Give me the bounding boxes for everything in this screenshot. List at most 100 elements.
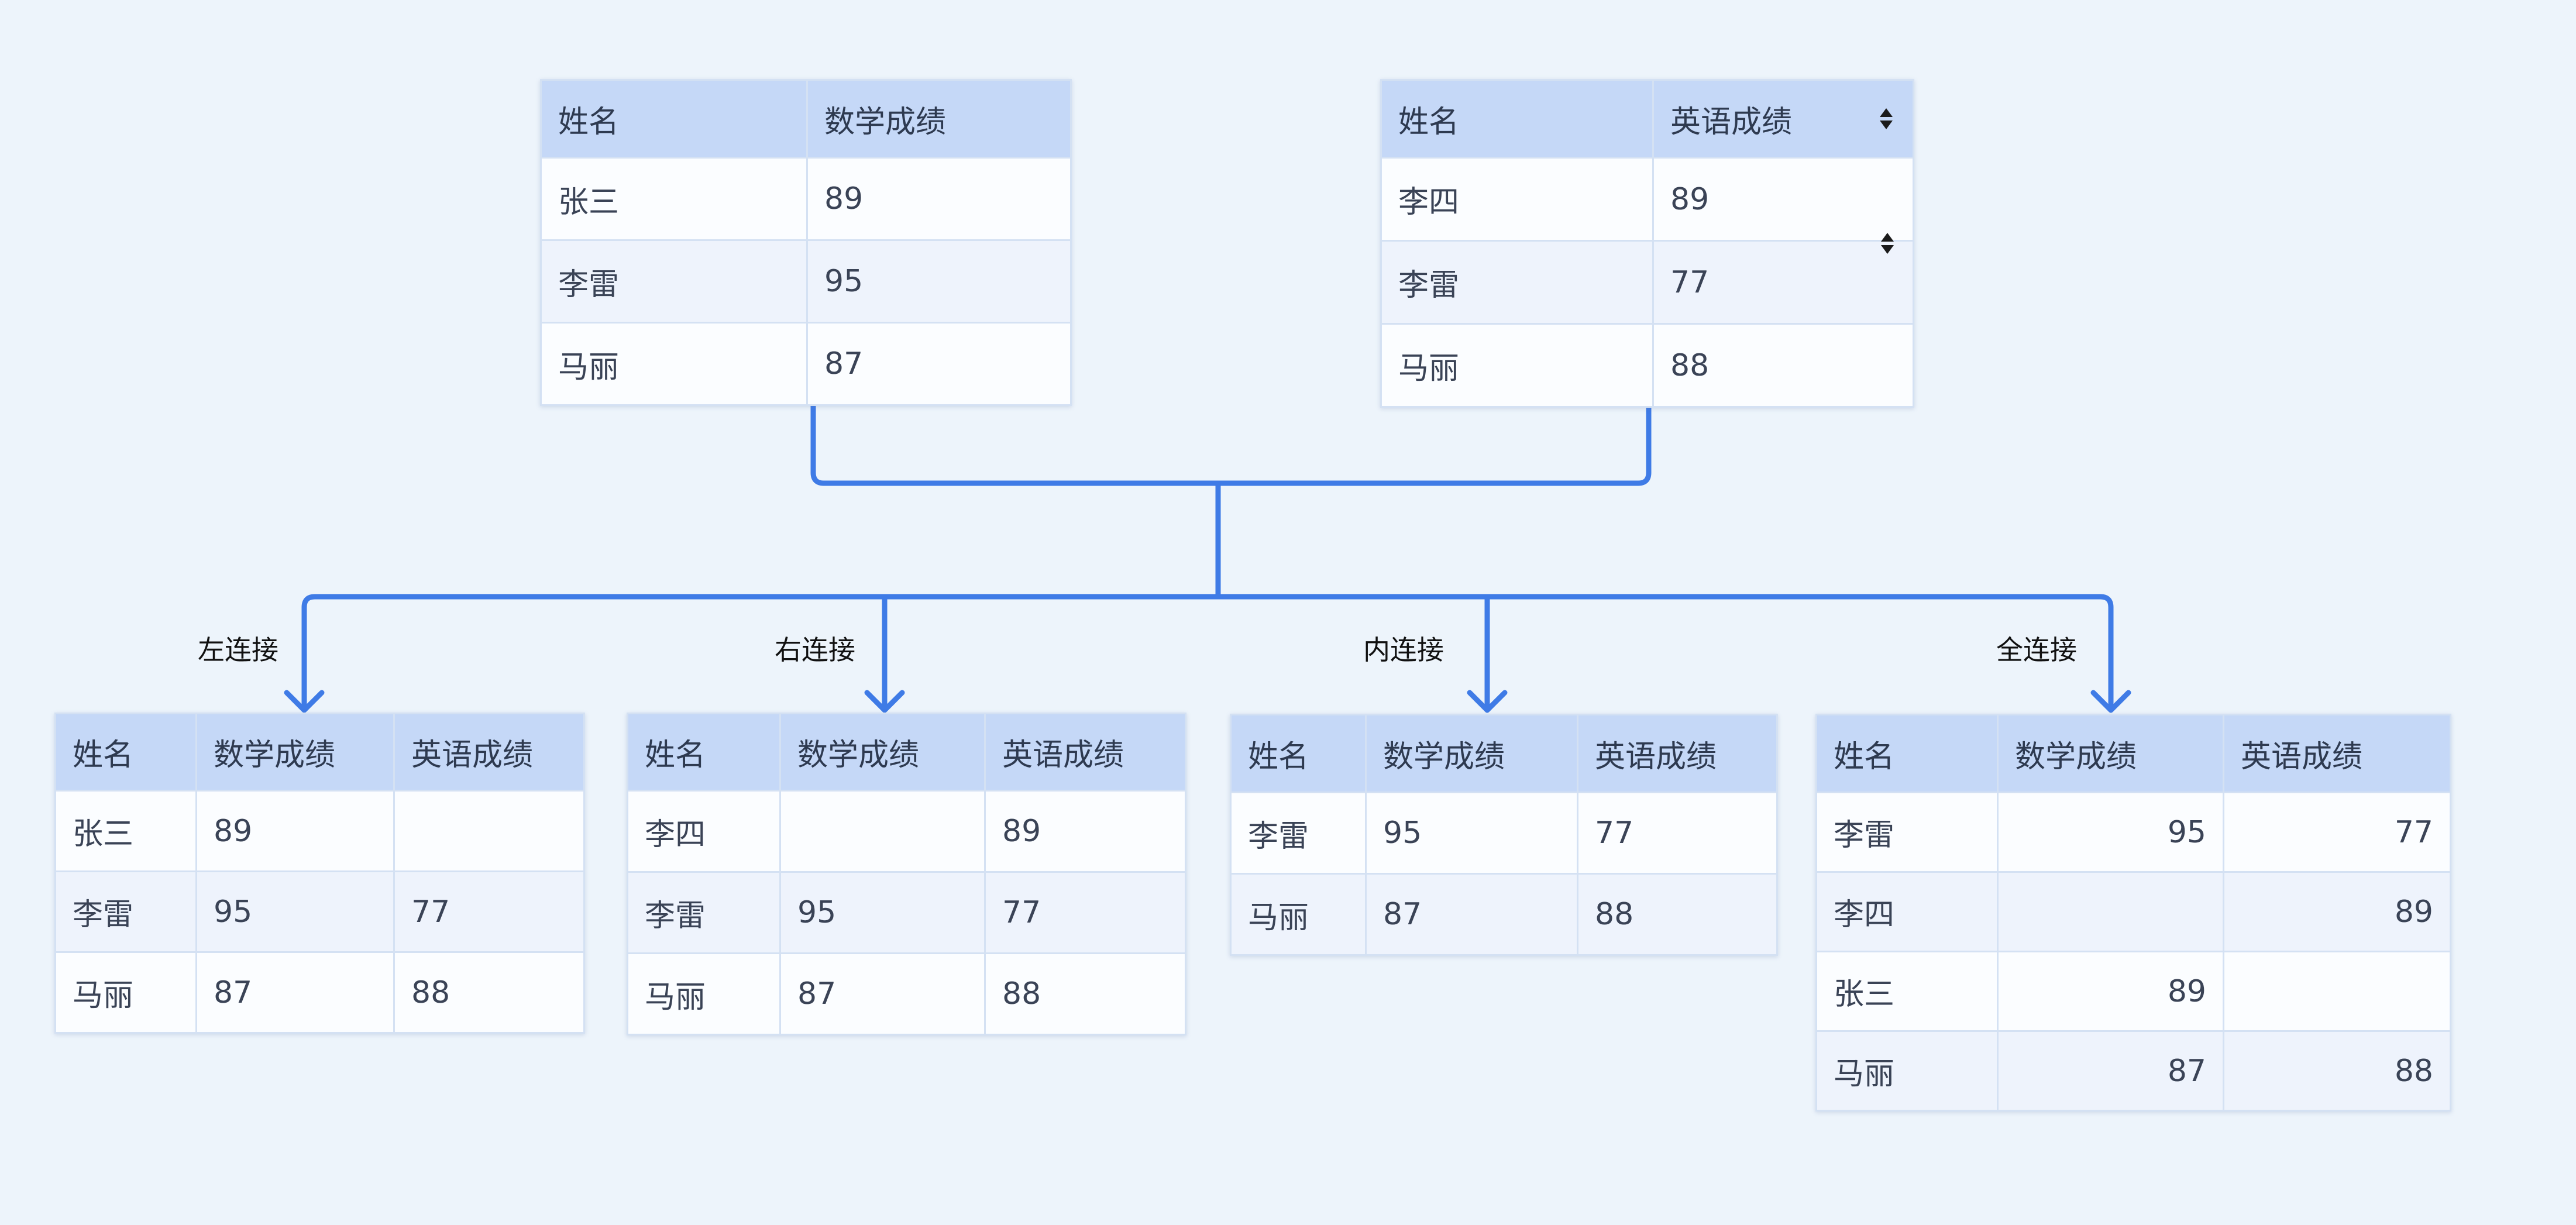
table-row: 李雷 95 77	[627, 871, 1186, 954]
cell-name: 李四	[627, 790, 781, 873]
cell-english: 89	[2223, 871, 2451, 952]
table-row: 马丽 88	[1380, 323, 1914, 408]
cell-name: 张三	[54, 790, 197, 872]
join-label-left: 左连接	[198, 634, 278, 666]
table-row: 马丽 87 88	[1230, 873, 1778, 956]
cell-english: 77	[1652, 240, 1914, 325]
table-row: 张三 89	[540, 157, 1072, 241]
cell-name: 李雷	[54, 870, 197, 953]
cell-math: 95	[195, 870, 395, 953]
cell-english: 89	[1652, 157, 1914, 242]
cell-english: 88	[1652, 323, 1914, 408]
header-english: 英语成绩	[1577, 714, 1778, 793]
join-label-full: 全连接	[1996, 634, 2077, 666]
cell-english: 77	[2223, 792, 2451, 873]
cell-english: 89	[984, 790, 1186, 873]
cell-name: 张三	[1815, 951, 1999, 1032]
cell-math: 95	[1365, 792, 1578, 875]
connector-merge	[810, 398, 1652, 486]
cell-math: 87	[806, 322, 1072, 406]
cell-name: 马丽	[540, 322, 808, 406]
cell-math: 95	[779, 871, 986, 954]
cell-math: 87	[1365, 873, 1578, 956]
cell-english: 77	[984, 871, 1186, 954]
header-english: 英语成绩	[984, 713, 1186, 792]
header-math: 数学成绩	[806, 79, 1072, 159]
cell-english: 77	[393, 870, 585, 953]
cell-name: 李雷	[1380, 240, 1654, 325]
cell-name: 李雷	[627, 871, 781, 954]
cell-math	[779, 790, 986, 873]
connector-branch	[301, 594, 2114, 712]
cell-name: 马丽	[1230, 873, 1367, 956]
cell-math: 87	[779, 952, 986, 1035]
table-row: 马丽 87	[540, 322, 1072, 406]
table-inner-join: 姓名 数学成绩 英语成绩 李雷 95 77 马丽 87 88	[1230, 714, 1778, 956]
table-row: 马丽 87 88	[54, 951, 585, 1034]
header-english: 英语成绩	[2223, 714, 2451, 793]
arrowhead-inner	[1467, 690, 1508, 713]
table-row: 李雷 95 77	[1230, 792, 1778, 875]
table-row: 李雷 95 77	[1815, 792, 2451, 873]
header-english: 英语成绩	[393, 713, 585, 792]
table-left-join: 姓名 数学成绩 英语成绩 张三 89 李雷 95 77 马丽 87 88	[54, 713, 585, 1034]
header-name: 姓名	[540, 79, 808, 159]
table-row: 李雷 95 77	[54, 870, 585, 953]
cell-name: 马丽	[627, 952, 781, 1035]
cell-name: 马丽	[1815, 1030, 1999, 1112]
header-name-sortable[interactable]: 姓名	[1380, 79, 1894, 254]
header-english-label: 英语成绩	[1670, 104, 1793, 140]
header-english-sortable[interactable]: 英语成绩	[1652, 79, 1914, 159]
cell-math	[1997, 871, 2224, 952]
cell-name: 李雷	[1230, 792, 1367, 875]
arrowhead-full	[2090, 690, 2131, 713]
sort-icon[interactable]	[1879, 107, 1894, 130]
cell-name: 李雷	[1815, 792, 1999, 873]
header-math: 数学成绩	[1365, 714, 1578, 793]
table-row: 张三 89	[54, 790, 585, 872]
cell-math: 87	[195, 951, 395, 1034]
cell-math: 89	[195, 790, 395, 872]
cell-math: 95	[1997, 792, 2224, 873]
table-row: 李四 89	[1815, 871, 2451, 952]
cell-english	[393, 790, 585, 872]
header-name: 姓名	[1815, 714, 1999, 793]
join-label-right: 右连接	[775, 634, 855, 666]
header-name-label: 姓名	[1398, 104, 1460, 140]
table-row: 李四 89	[1380, 157, 1914, 242]
table-row: 李雷 77	[1380, 240, 1914, 325]
cell-english: 88	[2223, 1030, 2451, 1112]
cell-english: 88	[393, 951, 585, 1034]
table-right-join: 姓名 数学成绩 英语成绩 李四 89 李雷 95 77 马丽 87 88	[627, 713, 1186, 1035]
cell-name: 马丽	[54, 951, 197, 1034]
header-math: 数学成绩	[779, 713, 986, 792]
cell-english: 88	[984, 952, 1186, 1035]
cell-english	[2223, 951, 2451, 1032]
header-name: 姓名	[627, 713, 781, 792]
cell-english: 88	[1577, 873, 1778, 956]
cell-english: 77	[1577, 792, 1778, 875]
table-row: 李四 89	[627, 790, 1186, 873]
header-math: 数学成绩	[1997, 714, 2224, 793]
cell-name: 李四	[1815, 871, 1999, 952]
cell-math: 87	[1997, 1030, 2224, 1112]
table-english-scores: 姓名 英语成绩 李四 89 李雷 77	[1380, 79, 1914, 408]
cell-math: 89	[806, 157, 1072, 241]
join-label-inner: 内连接	[1363, 634, 1444, 666]
cell-name: 李雷	[540, 239, 808, 324]
table-row: 马丽 87 88	[627, 952, 1186, 1035]
cell-name: 张三	[540, 157, 808, 241]
cell-math: 89	[1997, 951, 2224, 1032]
table-full-join: 姓名 数学成绩 英语成绩 李雷 95 77 李四 89 张三 89 马丽	[1815, 714, 2451, 1112]
header-name: 姓名	[54, 713, 197, 792]
cell-name: 李四	[1380, 157, 1654, 242]
table-row: 张三 89	[1815, 951, 2451, 1032]
cell-name: 马丽	[1380, 323, 1654, 408]
table-row: 马丽 87 88	[1815, 1030, 2451, 1112]
arrowhead-right	[864, 690, 905, 713]
header-math: 数学成绩	[195, 713, 395, 792]
table-math-scores: 姓名 数学成绩 张三 89 李雷 95 马丽 87	[540, 79, 1072, 406]
table-row: 李雷 95	[540, 239, 1072, 324]
